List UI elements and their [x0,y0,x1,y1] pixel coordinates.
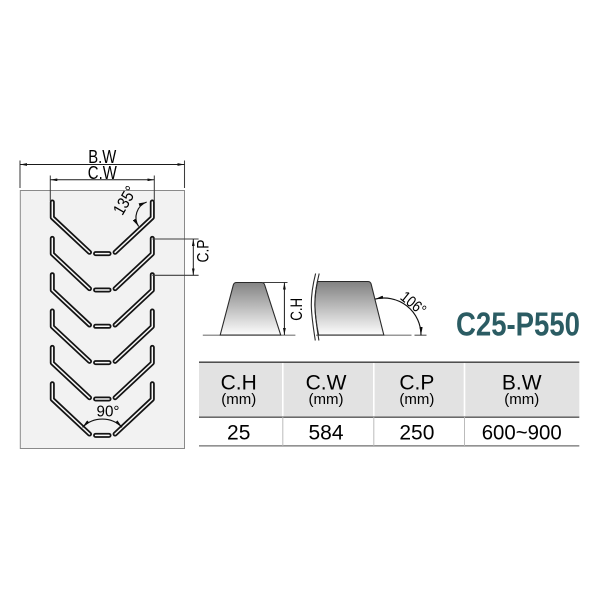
svg-text:C.P: C.P [399,371,434,394]
svg-text:90°: 90° [97,404,120,421]
svg-text:B.W: B.W [88,147,116,167]
svg-text:106°: 106° [397,288,429,319]
svg-text:584: 584 [308,421,343,444]
svg-text:(mm): (mm) [309,391,344,408]
svg-text:250: 250 [399,421,434,444]
svg-text:C.W: C.W [306,371,347,394]
svg-text:C.H: C.H [287,298,306,321]
svg-text:C25-P550: C25-P550 [456,306,580,343]
svg-text:C.W: C.W [88,163,117,183]
svg-text:C.H: C.H [221,371,257,394]
svg-text:25: 25 [227,421,250,444]
svg-text:C.P: C.P [194,240,213,263]
svg-text:(mm): (mm) [221,391,256,408]
svg-text:600~900: 600~900 [482,421,562,444]
svg-text:B.W: B.W [502,371,542,394]
svg-text:(mm): (mm) [504,391,539,408]
svg-text:(mm): (mm) [399,391,434,408]
